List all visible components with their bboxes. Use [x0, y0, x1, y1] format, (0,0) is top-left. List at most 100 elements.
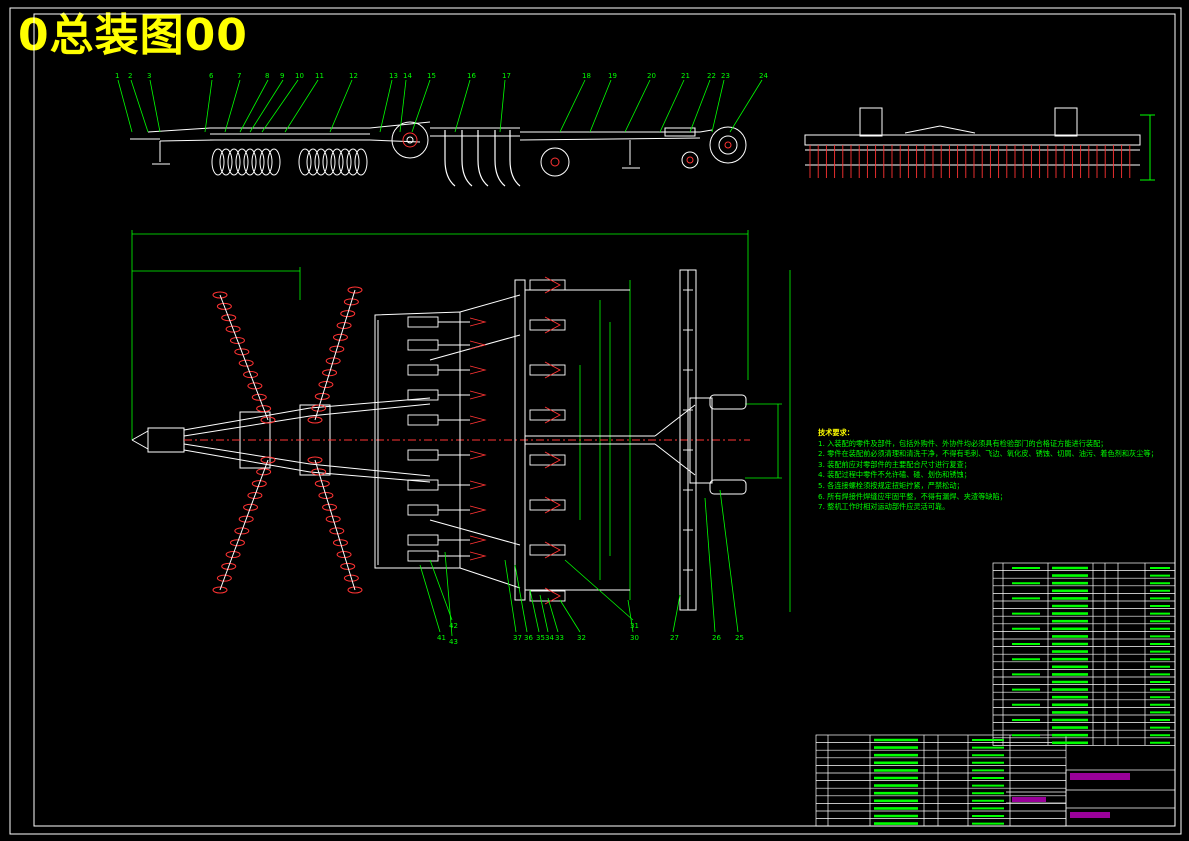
disc-blade	[227, 148, 241, 176]
disc-blade	[318, 381, 334, 389]
disc-blade	[307, 456, 323, 464]
disc-blade	[329, 345, 345, 353]
sweep-point	[469, 480, 487, 490]
sweep-point	[469, 535, 487, 545]
callout-leader	[589, 79, 612, 133]
disc-blade	[325, 515, 341, 523]
callout-leader	[559, 599, 581, 633]
callout-leader	[539, 594, 549, 633]
disc-blade	[251, 148, 265, 176]
subsoiler-unit	[529, 590, 566, 602]
subsoiler-unit	[529, 279, 566, 291]
note-item: 4. 装配过程中零件不允许磕、碰、划伤和锈蚀；	[818, 470, 971, 480]
technical-requirements: 技术要求： 1. 入装配的零件及部件，包括外购件、外协件均必须具有检验部门的合格…	[818, 428, 1158, 513]
disc-blade	[346, 148, 360, 176]
callout-leader	[672, 594, 681, 633]
callout-leader	[659, 79, 685, 133]
callout-number: 17	[502, 72, 511, 80]
disc-blade	[229, 539, 245, 547]
sweep-point	[469, 415, 487, 425]
callout-number: 10	[295, 72, 304, 80]
callout-number: 22	[707, 72, 716, 80]
subsoiler-shank	[494, 130, 506, 187]
callout-number: 6	[209, 72, 214, 80]
callout-leader	[624, 79, 651, 133]
rear-end-view	[804, 107, 1155, 181]
disc-blade	[247, 382, 263, 390]
disc-blade	[243, 148, 257, 176]
end-view-blades	[809, 145, 1131, 178]
disc-blade	[260, 456, 276, 464]
callout-number: 11	[315, 72, 324, 80]
subsoiler-tip	[544, 587, 561, 605]
callout-leader	[704, 497, 716, 633]
subsoiler-unit	[529, 364, 566, 376]
harrow-tine	[407, 504, 439, 516]
disc-blade	[338, 148, 352, 176]
disc-blade	[211, 148, 225, 176]
plan-disc-gangs	[212, 286, 363, 594]
note-item: 2. 零件在装配前必须清理和清洗干净，不得有毛刺、飞边、氧化皮、锈蚀、切屑、油污…	[818, 449, 1158, 459]
callout-leader	[239, 79, 269, 133]
sweep-point	[469, 365, 487, 375]
note-item: 6. 所有焊接件焊缝应牢固平整，不得有漏焊、夹渣等缺陷；	[818, 491, 1007, 501]
disc-blade	[256, 468, 272, 476]
disc-blade	[216, 302, 232, 310]
sweep-point	[469, 340, 487, 350]
notes-heading: 技术要求：	[818, 428, 854, 437]
callout-number: 41	[437, 634, 446, 642]
plan-dimension-lines	[131, 230, 791, 612]
side-shanks	[444, 130, 521, 187]
disc-blade	[212, 291, 228, 299]
callout-leader	[379, 79, 393, 133]
harrow-tine	[407, 449, 439, 461]
disc-blade	[347, 286, 363, 294]
harrow-tine	[407, 364, 439, 376]
disc-blade	[251, 393, 267, 401]
callout-number: 15	[427, 72, 436, 80]
callout-leader	[444, 551, 453, 637]
callout-leader	[529, 589, 540, 633]
disc-blade	[238, 359, 254, 367]
callout-leader	[454, 79, 471, 133]
callout-leader	[719, 489, 739, 633]
callout-leader	[224, 79, 241, 133]
callout-leader	[504, 559, 517, 633]
disc-blade	[354, 148, 368, 176]
callout-number: 16	[467, 72, 476, 80]
disc-blade	[247, 491, 263, 499]
subsoiler-tip	[544, 276, 561, 294]
callout-number: 36	[524, 634, 533, 642]
subsoiler-tip	[544, 541, 561, 559]
subsoiler-unit	[529, 454, 566, 466]
disc-blade	[318, 491, 334, 499]
disc-blade	[330, 148, 344, 176]
disc-blade	[243, 503, 259, 511]
callout-number: 26	[712, 634, 721, 642]
harrow-tine	[407, 339, 439, 351]
note-item: 7. 整机工作时相对运动部件应灵活可靠。	[818, 502, 950, 512]
callout-leader	[284, 79, 319, 133]
callout-number: 33	[555, 634, 564, 642]
sweep-point	[469, 317, 487, 327]
callout-leader	[399, 79, 407, 133]
disc-blade	[332, 333, 348, 341]
callout-number: 19	[608, 72, 617, 80]
callout-leader	[711, 79, 725, 133]
disc-blade	[340, 562, 356, 570]
disc-blade	[256, 405, 272, 413]
disc-blade	[314, 392, 330, 400]
disc-blade	[343, 298, 359, 306]
disc-blade	[322, 369, 338, 377]
callout-number: 34	[545, 634, 554, 642]
callout-number: 37	[513, 634, 522, 642]
disc-blade	[225, 551, 241, 559]
gang-axle	[219, 294, 269, 421]
callout-number: 43	[449, 638, 458, 646]
callout-leader	[689, 79, 711, 133]
callout-number: 35	[536, 634, 545, 642]
disc-blade	[306, 148, 320, 176]
side-elevation-view	[130, 121, 747, 177]
